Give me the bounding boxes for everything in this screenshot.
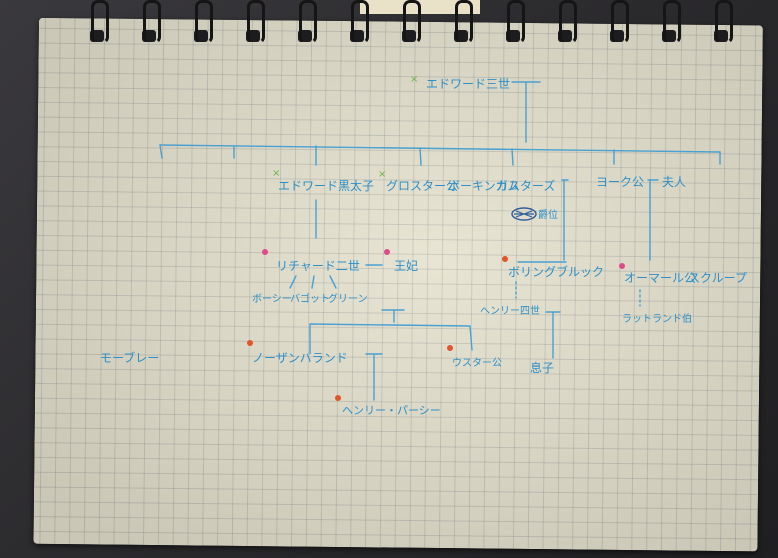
spiral-ring (348, 0, 369, 48)
spiral-ring (504, 0, 525, 48)
green: グリーン (328, 292, 368, 305)
spiral-ring (296, 0, 317, 48)
ring-wire (507, 0, 525, 44)
x-mark: × (272, 168, 280, 179)
pink-dot (384, 249, 390, 255)
scribble-note: 爵位 (538, 208, 558, 221)
root-connector (511, 81, 541, 143)
henry-percy: ヘンリー・パーシー (342, 404, 441, 417)
bagot: バゴット (290, 292, 330, 305)
red-dot (247, 340, 253, 346)
aumerle: オーマール公 (624, 271, 696, 285)
castars-descent (517, 179, 569, 263)
spiral-ring (400, 0, 421, 48)
scribbled-mark (511, 207, 537, 221)
scribble (514, 210, 534, 218)
ring-wire (455, 0, 473, 44)
child-edward: エドワード黒太子 (278, 178, 374, 193)
spiral-ring (608, 0, 629, 48)
pink-dot (619, 263, 625, 269)
child-gloucester: グロスター公 (386, 179, 458, 193)
red-dot (335, 395, 341, 401)
spiral-ring (192, 0, 213, 48)
northumberland: ノーザンバランド (252, 351, 348, 365)
child-buckingham: ボーキンガム (448, 179, 520, 193)
spiral-ring (556, 0, 577, 48)
rutland: ラットランド伯 (622, 312, 692, 325)
scroop: スクループ (688, 271, 747, 285)
spiral-ring (712, 0, 733, 48)
child-castars: カスターズ (496, 178, 555, 193)
ring-wire (351, 0, 369, 44)
bolingbroke: ボリングブルック (508, 264, 604, 279)
son: 息子 (530, 360, 554, 375)
henry-iv: ヘンリー四世 (480, 305, 540, 317)
ring-wire (247, 0, 265, 44)
children-bar (159, 144, 721, 153)
ring-wire (195, 0, 213, 44)
ring-wire (403, 0, 421, 44)
root-name: エドワード三世 (426, 77, 510, 91)
richard-arrows (289, 275, 337, 289)
x-mark: × (378, 169, 386, 180)
ring-wire (663, 0, 681, 44)
henry-descent (545, 311, 561, 359)
child-york: ヨーク公 (596, 175, 644, 189)
spiral-binding (0, 0, 778, 60)
x-mark: × (410, 74, 418, 85)
child-wife: 夫人 (662, 175, 686, 189)
ring-wire (611, 0, 629, 44)
worcester: ウスター公 (452, 357, 502, 369)
spiral-ring (140, 0, 161, 48)
third-row-bar (309, 309, 473, 353)
spiral-ring (88, 0, 109, 48)
spiral-ring (660, 0, 681, 48)
red-dot (502, 256, 508, 262)
ring-wire (559, 0, 577, 44)
red-dot (447, 345, 453, 351)
ring-wire (715, 0, 733, 44)
richard-ii: リチャード二世 (276, 259, 360, 273)
mowbray: モーブレー (100, 350, 159, 365)
spiral-ring (452, 0, 473, 48)
northumberland-descent (365, 353, 383, 401)
bushy: ボーシー (252, 293, 292, 305)
ring-wire (143, 0, 161, 44)
children-ticks (159, 144, 721, 166)
spiral-ring (244, 0, 265, 48)
ring-wire (299, 0, 317, 44)
ring-wire (91, 0, 109, 44)
queen: 王妃 (394, 259, 418, 273)
pink-dot (262, 249, 268, 255)
